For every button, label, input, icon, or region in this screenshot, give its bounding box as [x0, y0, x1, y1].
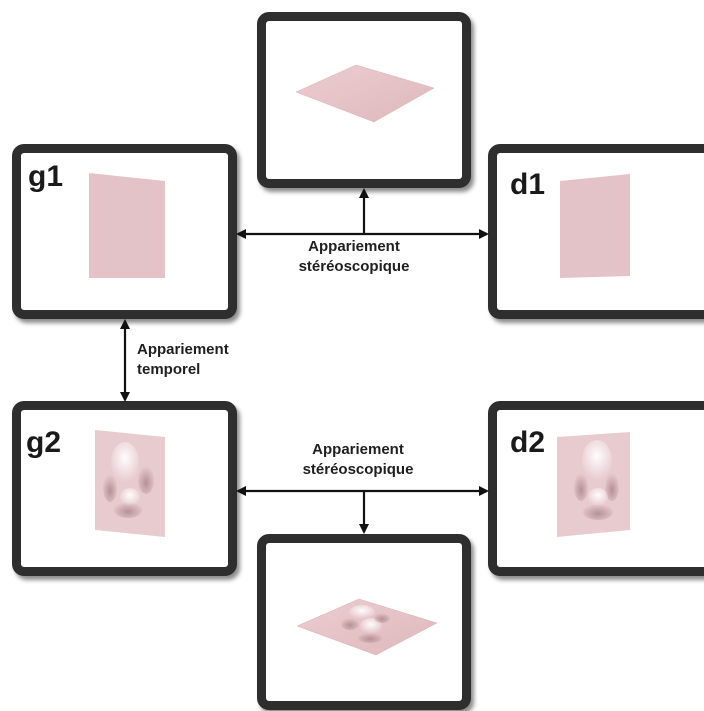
g2-face-surface [95, 430, 165, 537]
d1-flat-surface [560, 174, 630, 278]
d2-face-surface [557, 432, 630, 537]
frame-g2 [12, 401, 237, 576]
flat-plane-surface [295, 64, 435, 123]
label-d1: d1 [510, 168, 546, 201]
relief-plane-surface [296, 598, 438, 656]
caption-stereo-top: Appariement stéréoscopique [274, 237, 434, 277]
frame-reconstruction-top [257, 12, 471, 188]
label-d2: d2 [510, 426, 546, 459]
caption-stereo-top-line1: Appariement [308, 238, 400, 255]
caption-stereo-bottom-line1: Appariement [312, 441, 404, 458]
caption-stereo-bottom-line2: stéréoscopique [302, 461, 414, 478]
caption-temporal-line1: Appariement [137, 341, 229, 358]
caption-stereo-top-line2: stéréoscopique [298, 258, 410, 275]
label-g2: g2 [26, 426, 62, 459]
g1-flat-surface [89, 173, 165, 278]
label-g1: g1 [28, 160, 64, 193]
frame-d2 [488, 401, 704, 576]
caption-stereo-bottom: Appariement stéréoscopique [278, 440, 438, 480]
caption-temporal-line2: temporel [137, 361, 201, 378]
caption-temporal: Appariement temporel [137, 340, 229, 380]
frame-reconstruction-bottom [257, 534, 471, 710]
